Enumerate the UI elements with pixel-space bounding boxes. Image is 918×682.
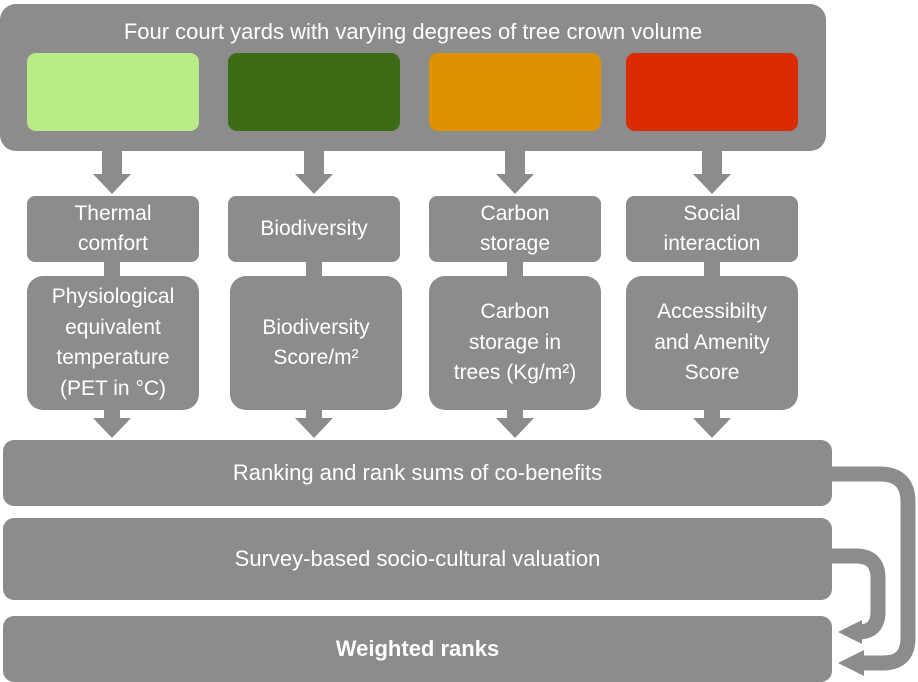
metric-biodiversity-score: Biodiversity Score/m² xyxy=(230,276,402,410)
metric-line: storage in xyxy=(468,330,562,354)
step-ranking: Ranking and rank sums of co-benefits xyxy=(3,440,832,506)
header-panel: Four court yards with varying degrees of… xyxy=(0,4,826,151)
category-social-interaction: Social interaction xyxy=(626,196,798,262)
category-biodiversity: Biodiversity xyxy=(228,196,400,262)
metric-line: Score/m² xyxy=(273,346,359,369)
metric-line: Score xyxy=(684,361,740,385)
metric-line: Carbon xyxy=(480,300,550,324)
arrowhead-inner xyxy=(838,620,862,644)
swatch-high-volume xyxy=(27,53,199,131)
arrowhead-outer xyxy=(838,650,864,676)
connector-4 xyxy=(704,260,720,278)
arrow-down-5 xyxy=(93,408,131,438)
metric-line: equivalent xyxy=(65,315,161,339)
metric-line: temperature xyxy=(56,346,170,369)
metric-line: (PET in °C) xyxy=(59,376,166,400)
metric-pet: Physiological equivalent temperature (PE… xyxy=(27,276,199,410)
category-line: Carbon xyxy=(480,202,550,225)
metric-line: Biodiversity xyxy=(262,315,370,339)
category-thermal-comfort: Thermal comfort xyxy=(27,196,199,262)
swatch-medium-volume xyxy=(228,53,400,131)
metric-line: and Amenity xyxy=(654,330,770,354)
curve-survey-to-weighted xyxy=(830,548,886,640)
category-line: storage xyxy=(479,232,551,255)
arrow-down-6 xyxy=(295,408,333,438)
category-line: Social xyxy=(683,202,741,225)
step-weighted-ranks: Weighted ranks xyxy=(3,616,832,682)
arrow-down-7 xyxy=(496,408,534,438)
step-weighted-label: Weighted ranks xyxy=(335,636,500,661)
connector-3 xyxy=(507,260,523,278)
arrow-down-3 xyxy=(496,151,534,194)
arrow-down-2 xyxy=(295,151,333,194)
step-ranking-label: Ranking and rank sums of co-benefits xyxy=(232,460,603,485)
metric-line: Accessibilty xyxy=(657,300,767,324)
arrow-down-4 xyxy=(693,151,731,194)
metric-line: trees (Kg/m²) xyxy=(453,361,577,385)
connector-1 xyxy=(104,260,120,278)
swatch-low-volume xyxy=(429,53,601,131)
category-line: Biodiversity xyxy=(260,217,368,240)
step-survey: Survey-based socio-cultural valuation xyxy=(3,518,832,600)
connector-2 xyxy=(306,260,322,278)
swatch-lowest-volume xyxy=(626,53,798,131)
arrow-down-1 xyxy=(93,151,131,194)
curve-ranking-to-weighted xyxy=(830,466,916,671)
metric-line: Physiological xyxy=(51,285,175,308)
arrow-down-8 xyxy=(693,408,731,438)
metric-accessibility-amenity: Accessibilty and Amenity Score xyxy=(626,276,798,410)
category-line: interaction xyxy=(663,232,761,255)
category-carbon-storage: Carbon storage xyxy=(429,196,601,262)
metric-carbon-storage: Carbon storage in trees (Kg/m²) xyxy=(429,276,601,410)
category-line: comfort xyxy=(77,232,148,255)
header-title: Four court yards with varying degrees of… xyxy=(123,19,703,44)
category-line: Thermal xyxy=(74,202,152,225)
step-survey-label: Survey-based socio-cultural valuation xyxy=(234,546,601,571)
